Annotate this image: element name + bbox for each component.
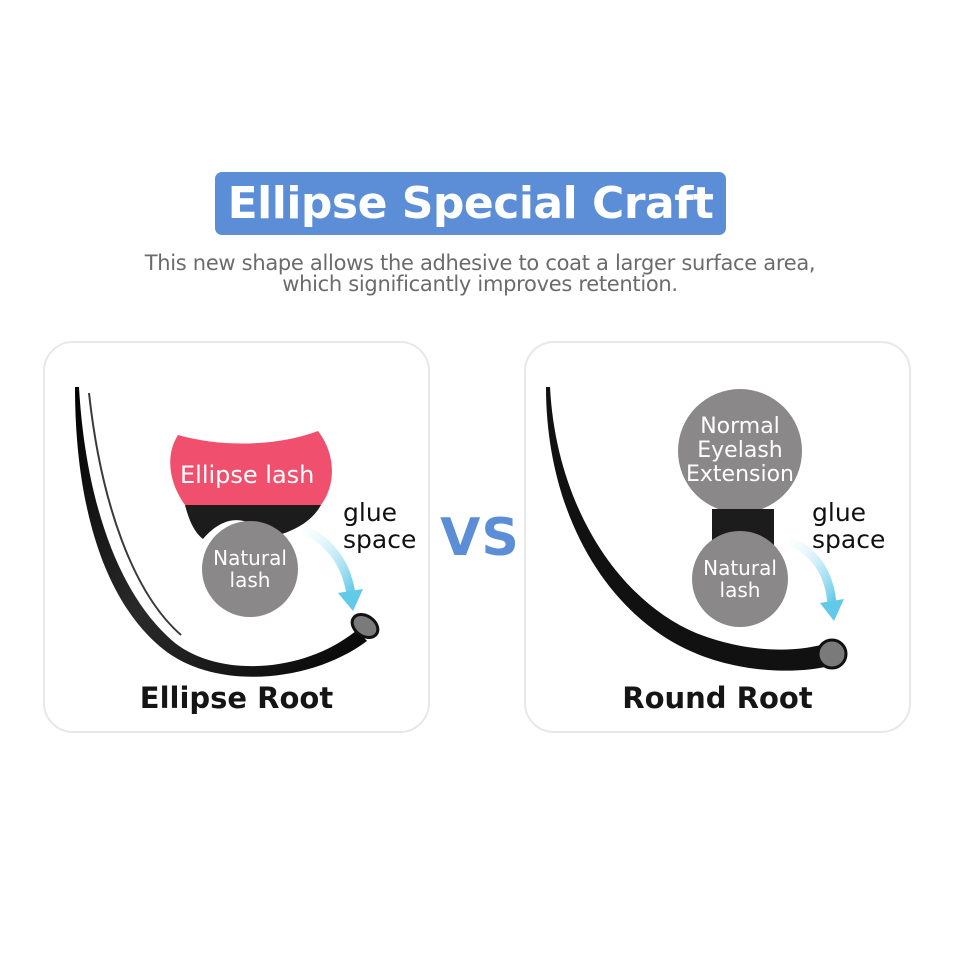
extension-label-line-3: Extension	[685, 462, 794, 487]
natural-lash-label-left-line-1: Natural	[213, 546, 287, 570]
glue-label-right-line-2: space	[812, 525, 886, 554]
ellipse-root-panel: Ellipse lash Natural lash glue space Ell…	[43, 341, 430, 733]
round-lash-tip	[816, 638, 848, 670]
glue-label-left-line-1: glue	[343, 498, 398, 527]
title-banner: Ellipse Special Craft	[215, 172, 726, 235]
normal-extension-label: Normal Eyelash Extension	[678, 415, 802, 487]
glue-arrow-head-left	[338, 589, 363, 611]
natural-lash-label-right-line-2: lash	[719, 578, 761, 602]
glue-label-right-line-1: glue	[812, 498, 867, 527]
extension-label-line-1: Normal	[700, 414, 780, 439]
natural-lash-circle-right	[692, 531, 788, 627]
ellipse-lash-tip	[350, 613, 380, 639]
glue-arrow-left	[302, 526, 356, 600]
round-root-caption: Round Root	[622, 681, 813, 715]
extension-label-line-2: Eyelash	[697, 438, 783, 463]
natural-lash-label-right-line-1: Natural	[703, 556, 777, 580]
ellipse-lash-inner-strand	[88, 392, 182, 636]
natural-lash-label-left-line-2: lash	[229, 568, 271, 592]
natural-lash-circle-left	[202, 521, 298, 617]
banner-title: Ellipse Special Craft	[227, 178, 714, 229]
ellipse-lash-body	[75, 387, 367, 677]
ellipse-root-caption: Ellipse Root	[139, 681, 334, 715]
round-root-illustration	[546, 387, 848, 671]
natural-lash-label-right: Natural lash	[695, 557, 785, 601]
subtitle-line-1: This new shape allows the adhesive to co…	[144, 251, 816, 275]
natural-lash-label-left: Natural lash	[205, 547, 295, 591]
glue-label-left-line-2: space	[343, 525, 417, 554]
subtitle: This new shape allows the adhesive to co…	[60, 253, 900, 295]
glue-space-label-left: glue space	[343, 499, 416, 553]
ellipse-lash-label: Ellipse lash	[180, 461, 315, 489]
normal-extension-circle	[678, 389, 802, 513]
glue-space-label-right: glue space	[812, 499, 885, 553]
glue-arrow-head-right	[820, 599, 844, 621]
subtitle-line-2: which significantly improves retention.	[282, 272, 678, 296]
ellipse-root-illustration	[75, 387, 380, 677]
round-root-panel: Normal Eyelash Extension Natural lash gl…	[524, 341, 911, 733]
glue-arrow-right	[789, 538, 837, 610]
ellipse-lash-cross-section	[170, 431, 332, 505]
vs-label: VS	[440, 508, 520, 568]
